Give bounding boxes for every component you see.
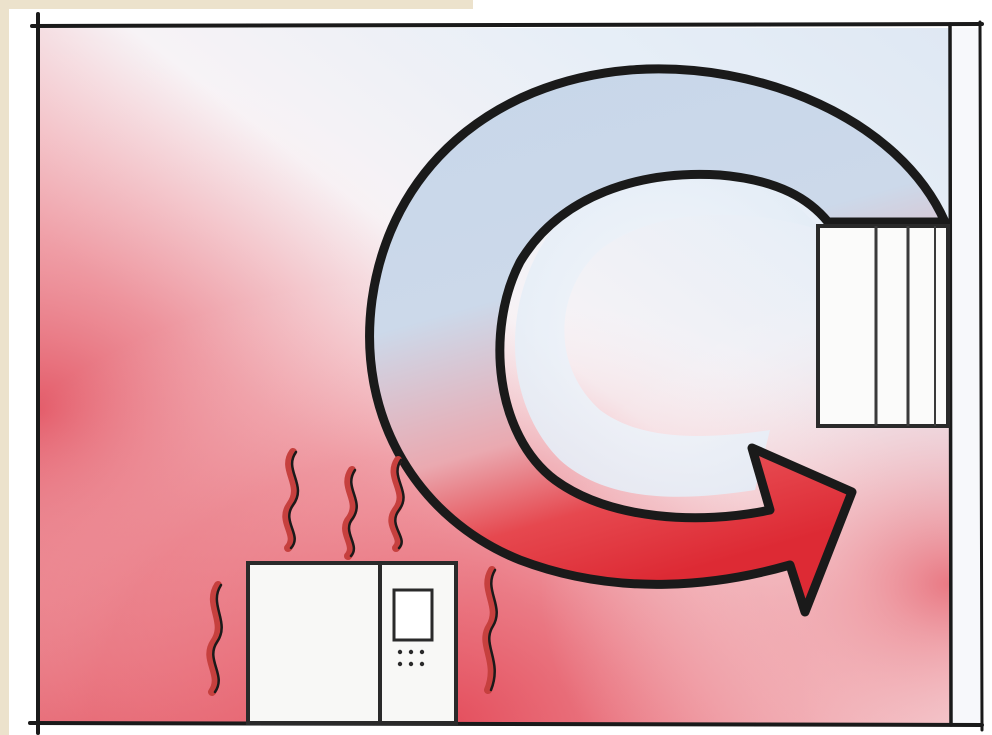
control-display xyxy=(394,590,432,640)
left-edge-tab xyxy=(0,0,9,735)
right-wall xyxy=(950,28,980,723)
corner-tab xyxy=(0,0,473,9)
wall-vent xyxy=(818,226,948,426)
heat-source-cabinet xyxy=(248,563,456,723)
